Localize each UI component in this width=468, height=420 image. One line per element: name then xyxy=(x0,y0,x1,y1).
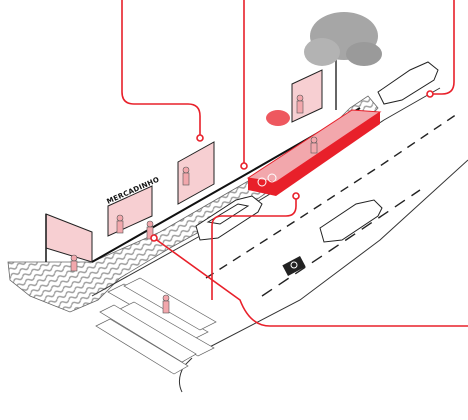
parking-line xyxy=(261,189,421,297)
accessible-parking-icon xyxy=(282,256,306,276)
callout-lines xyxy=(121,0,468,327)
flower-planter xyxy=(266,110,290,126)
crosswalk xyxy=(95,277,217,375)
storefront-corner xyxy=(45,213,93,263)
tree-icon xyxy=(304,12,382,110)
parked-car-2 xyxy=(319,199,383,243)
storefront-middle xyxy=(177,141,215,205)
pedestrians xyxy=(70,94,318,314)
callout-storefront-upper xyxy=(121,0,201,136)
storefront-upper xyxy=(291,69,323,123)
callout-crosswalk-corner xyxy=(153,237,468,327)
parked-car-3 xyxy=(377,61,439,105)
callout-dots xyxy=(150,90,434,242)
bicycle-rack-icon xyxy=(257,173,277,187)
callout-parklet xyxy=(211,196,297,300)
lane-divider xyxy=(205,111,461,279)
callout-street-parking xyxy=(430,0,455,95)
